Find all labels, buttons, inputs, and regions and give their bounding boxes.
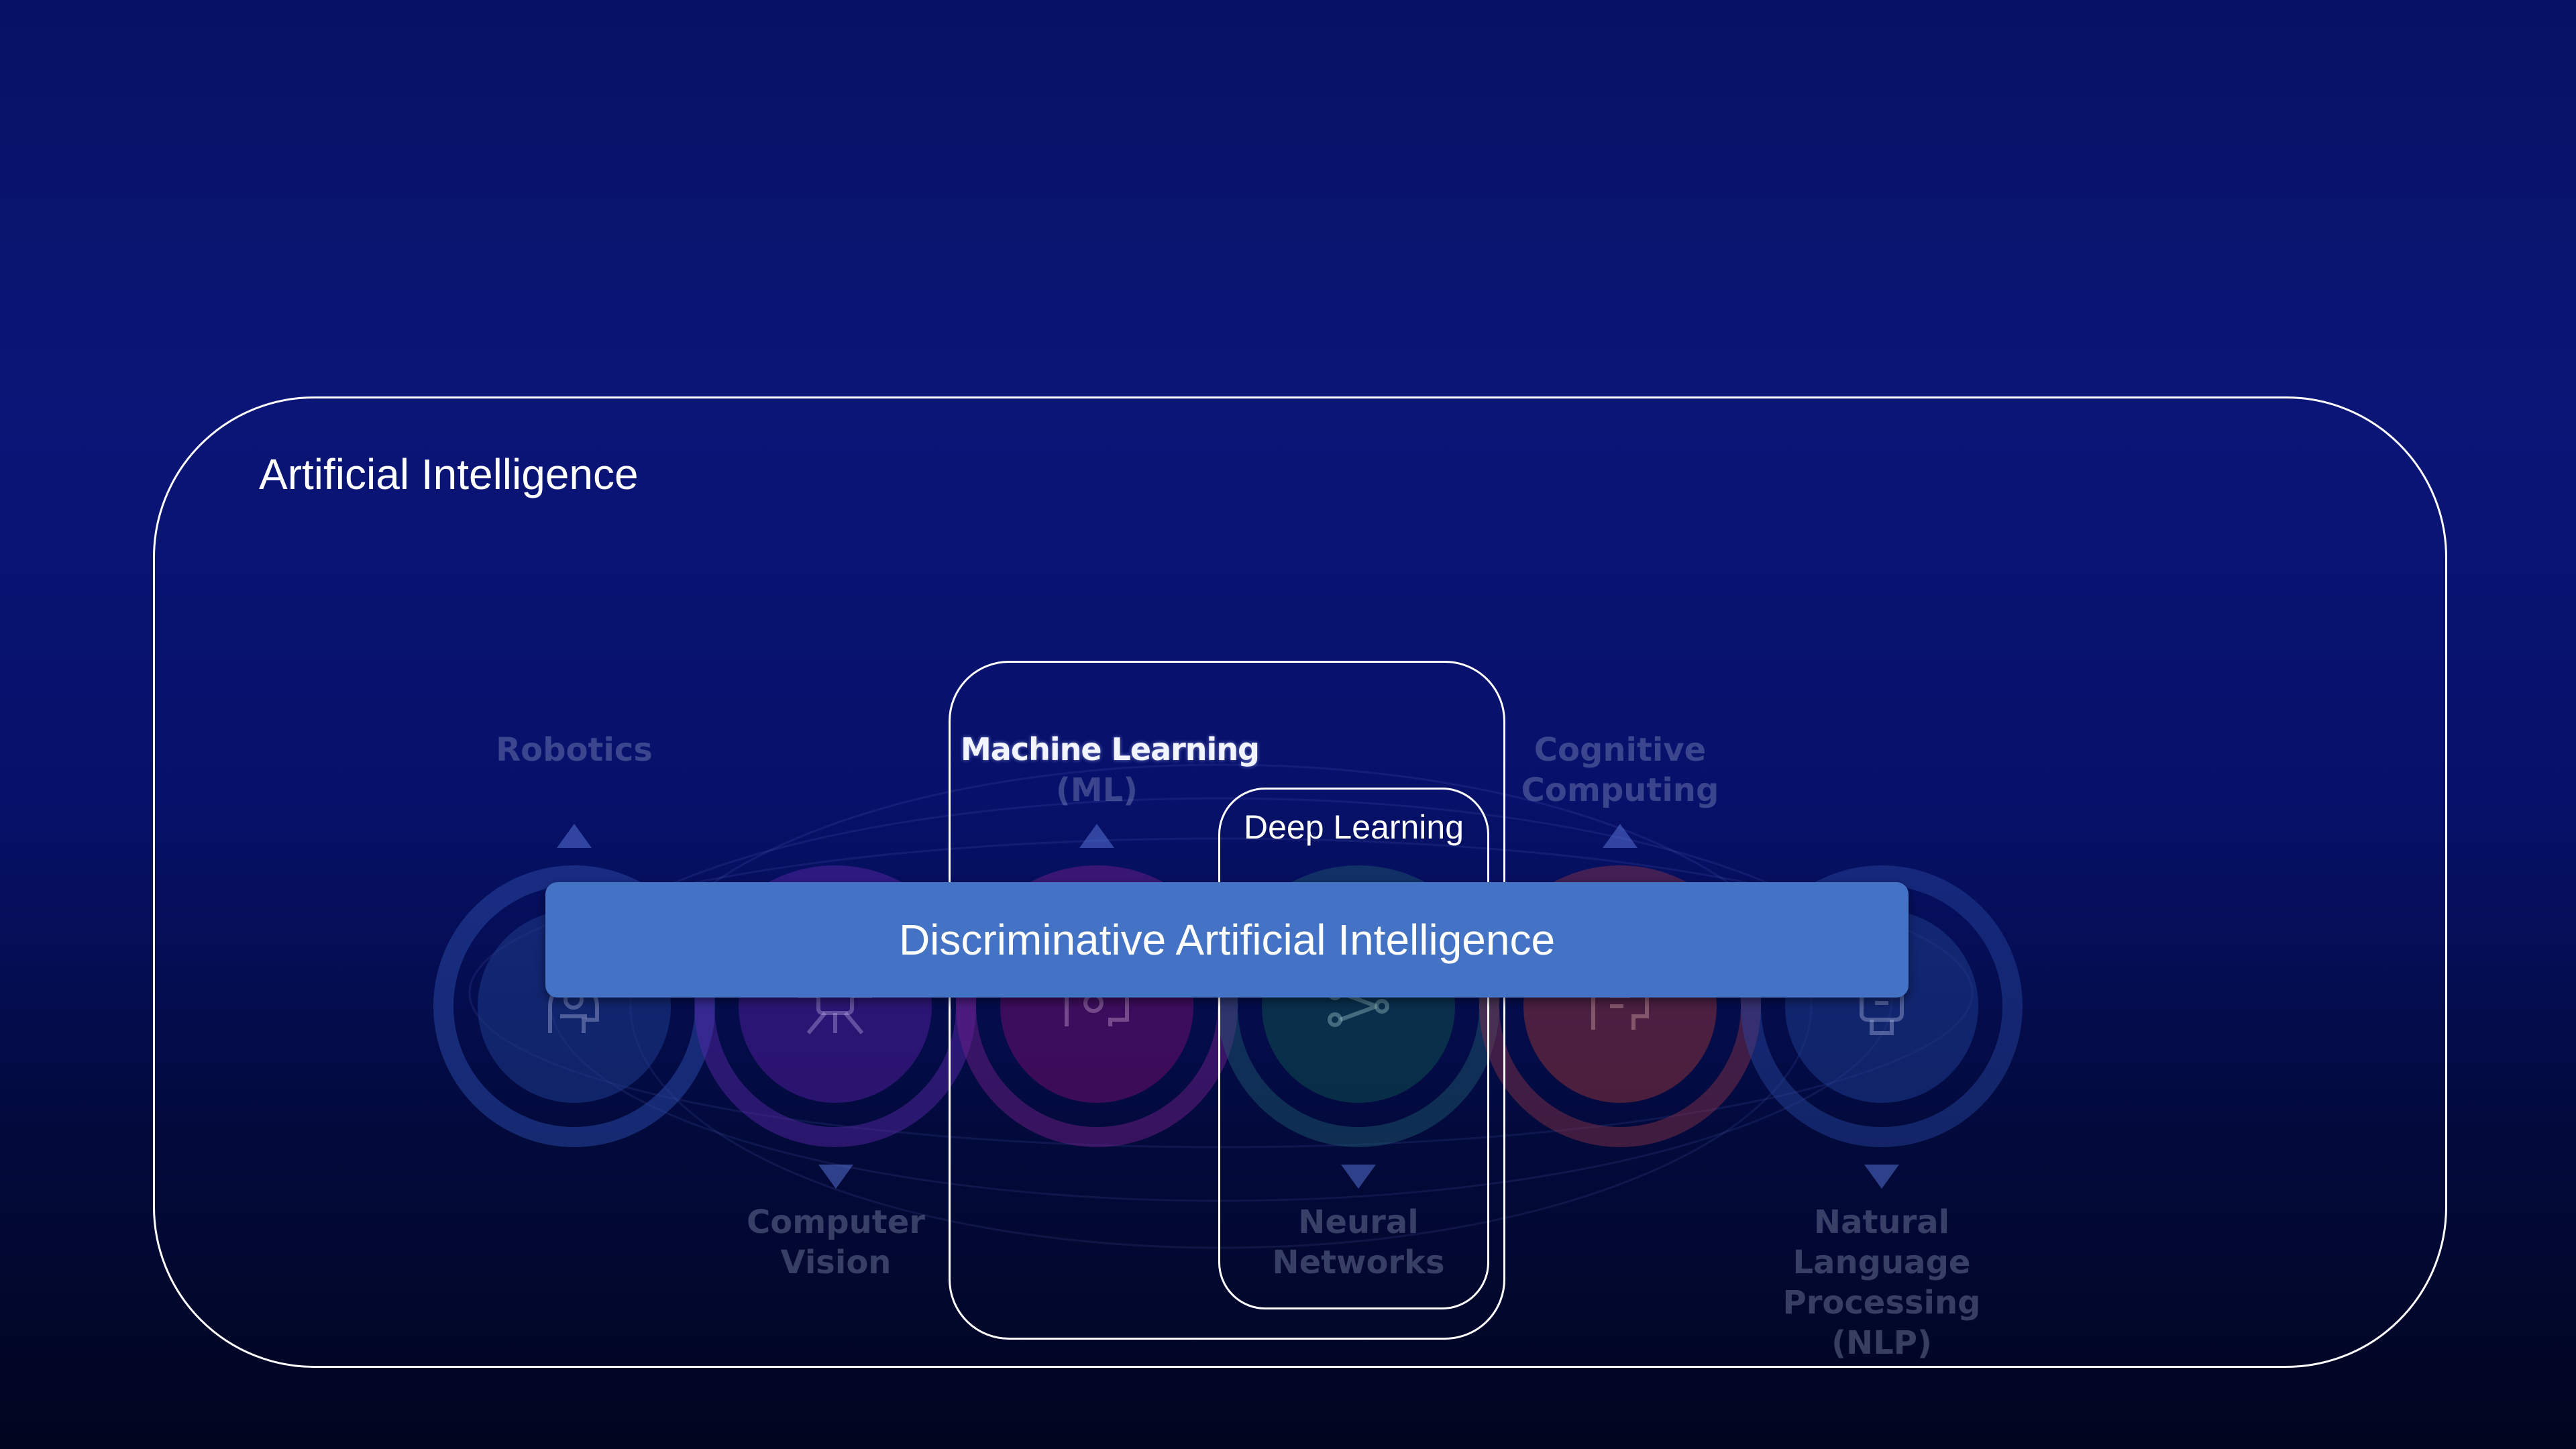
cognitive-computing-label: Cognitive Computing [1521, 731, 1719, 809]
nlp-arrow-down [1864, 1165, 1899, 1189]
ml-abbrev-label: (ML) [1055, 771, 1138, 809]
machine-learning-label: Machine Learning [961, 731, 1260, 767]
computer-vision-arrow-down [818, 1165, 853, 1189]
cognitive-computing-arrow-up [1603, 824, 1638, 848]
deep-learning-label: Deep Learning [1243, 808, 1464, 846]
artificial-intelligence-boundary [153, 396, 2447, 1368]
discriminative-ai-label: Discriminative Artificial Intelligence [898, 916, 1556, 964]
artificial-intelligence-label: Artificial Intelligence [259, 450, 639, 498]
robotics-arrow-up [557, 824, 592, 848]
nlp-label: Natural Language Processing (NLP) [1782, 1203, 1981, 1362]
machine-learning-boundary [949, 661, 1505, 1340]
discriminative-ai-banner: Discriminative Artificial Intelligence [545, 882, 1909, 998]
robotics-label: Robotics [496, 731, 653, 769]
machine-learning-arrow-up [1079, 824, 1114, 848]
neural-networks-label: Neural Networks [1272, 1203, 1445, 1281]
computer-vision-label: Computer Vision [747, 1203, 925, 1281]
neural-networks-arrow-down [1341, 1165, 1376, 1189]
deep-learning-boundary [1218, 788, 1489, 1309]
